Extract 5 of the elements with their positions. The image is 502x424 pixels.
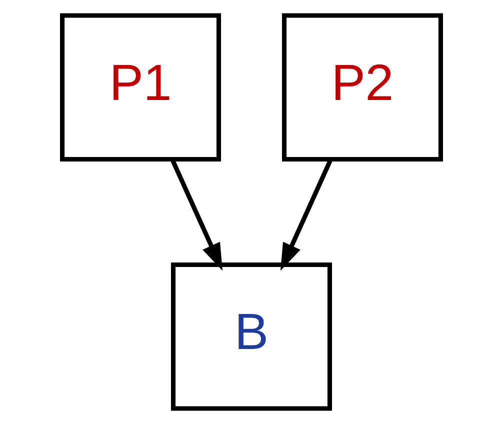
arrow [170,158,222,271]
node-box: B [170,262,332,411]
node-box: P1 [60,13,221,162]
node-box: P2 [281,13,442,162]
arrow [280,158,332,271]
